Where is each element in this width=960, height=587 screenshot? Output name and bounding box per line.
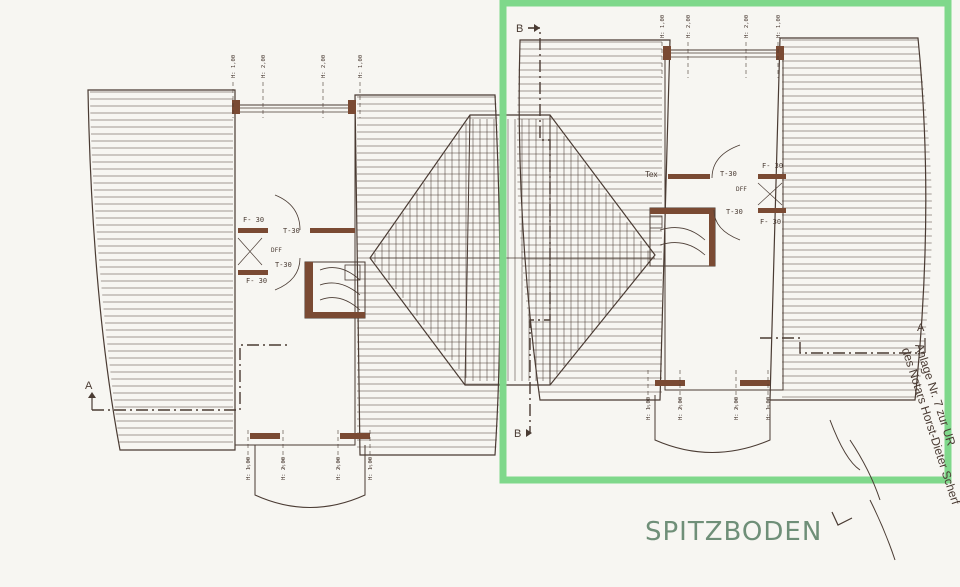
- height-label: H: 1,00: [368, 457, 374, 480]
- signature-scribble: [829, 419, 896, 561]
- height-label: H: 2,00: [744, 15, 750, 38]
- drawing-title: SPITZBODEN: [645, 517, 822, 547]
- left-f30-top-label: F- 30: [243, 216, 264, 224]
- height-label: H: 1,00: [231, 55, 237, 78]
- height-label: H: 2,00: [678, 397, 684, 420]
- left-t30-top-label: T-30: [283, 227, 300, 235]
- section-b-top-label: B: [516, 23, 523, 35]
- height-label: H: 1,00: [646, 397, 652, 420]
- height-label: H: 1,00: [660, 15, 666, 38]
- height-label: H: 1,00: [776, 15, 782, 38]
- height-label: H: 1,00: [246, 457, 252, 480]
- height-label: H: 1,00: [358, 55, 364, 78]
- right-dff-label: DFF: [736, 186, 747, 193]
- left-attic-room: [232, 100, 370, 508]
- section-line-a: A A: [85, 322, 926, 411]
- right-f30-top-label: F- 30: [762, 162, 783, 170]
- right-fire-doors: Tex T-30 F- 30 DFF T-30 F- 30: [645, 144, 786, 241]
- height-label: H: 1,00: [766, 397, 772, 420]
- left-stair: [304, 261, 366, 319]
- left-f30-bottom-label: F- 30: [246, 277, 267, 285]
- central-hip-roof: [369, 114, 656, 386]
- section-line-b: B B: [514, 23, 551, 440]
- height-labels: H: 1,00 H: 2,00 H: 2,00 H: 1,00 H: 1,00 H: 2,…: [231, 15, 782, 480]
- right-t30-bottom-label: T-30: [726, 208, 743, 216]
- right-roof-right-slope: [769, 37, 932, 401]
- height-label: H: 2,00: [734, 397, 740, 420]
- section-a-left-label: A: [85, 380, 93, 392]
- right-attic-room: [654, 46, 784, 453]
- height-label: H: 2,00: [336, 457, 342, 480]
- height-label: H: 2,00: [686, 15, 692, 38]
- left-roof-left-slope: [87, 89, 236, 451]
- tex-label: Tex: [645, 170, 657, 179]
- left-t30-bottom-label: T-30: [275, 261, 292, 269]
- highlight-frame: [499, 0, 952, 484]
- green-check-mark: [831, 511, 853, 526]
- left-roof-right-slope: [354, 94, 504, 456]
- height-label: H: 2,00: [261, 55, 267, 78]
- left-fire-doors: F- 30 T-30 DFF T-30 F- 30: [237, 194, 355, 291]
- right-f30-bottom-label: F- 30: [760, 218, 781, 226]
- section-b-bottom-label: B: [514, 428, 521, 440]
- right-stair: [649, 207, 716, 267]
- left-dff-label: DFF: [271, 247, 282, 254]
- height-label: H: 2,00: [321, 55, 327, 78]
- right-roof-left-slope: [516, 39, 671, 401]
- right-t30-top-label: T-30: [720, 170, 737, 178]
- height-label: H: 2,00: [281, 457, 287, 480]
- section-a-right-label: A: [917, 322, 925, 334]
